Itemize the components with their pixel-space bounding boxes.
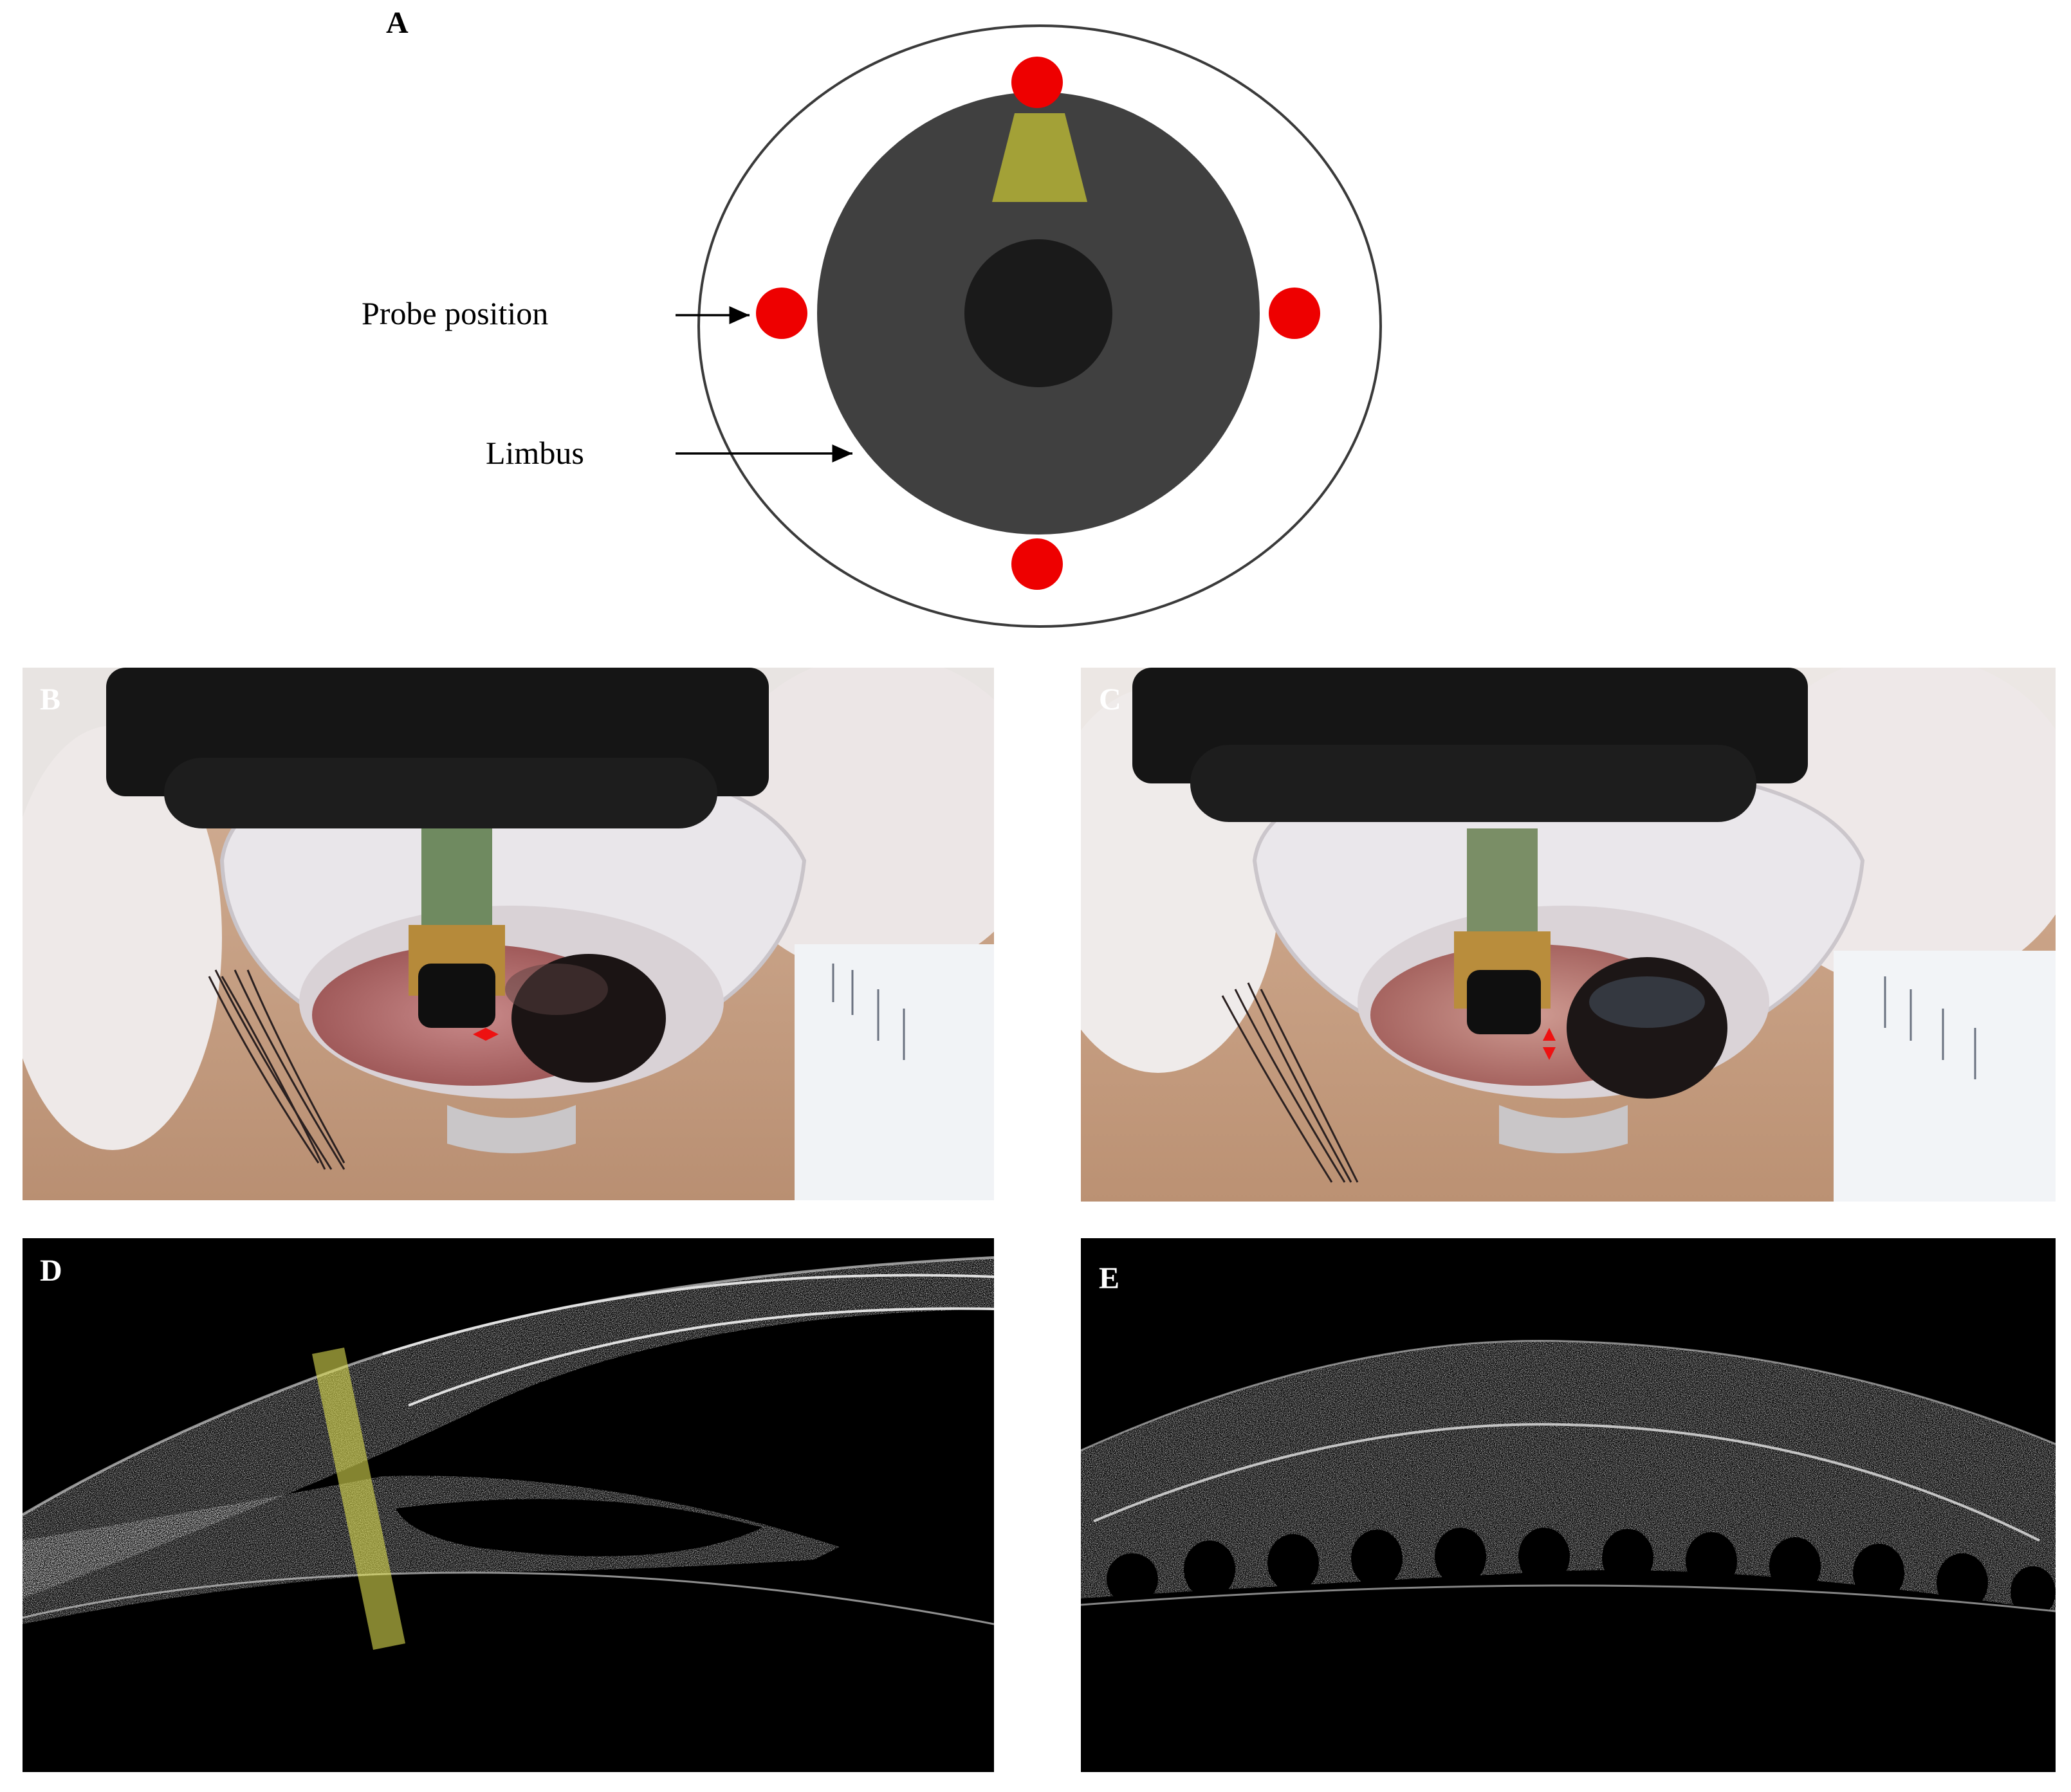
probe-beam — [992, 113, 1087, 202]
panel-d-ultrasound — [23, 1238, 994, 1772]
probe-marker-right — [1269, 288, 1320, 339]
probe-position-label: Probe position — [362, 295, 549, 331]
probe-marker-left — [756, 288, 807, 339]
probe-marker-top — [1011, 57, 1063, 108]
panel-c-photo — [1081, 668, 2056, 1202]
panel-a-letter: A — [386, 6, 409, 40]
panel-c-letter: C — [1099, 682, 1121, 717]
panel-e-ultrasound — [1081, 1238, 2056, 1772]
pupil-disc — [964, 239, 1112, 387]
eye-schematic — [676, 24, 1382, 628]
panel-b-letter: B — [40, 682, 61, 717]
panel-b-photo — [23, 668, 994, 1200]
panel-e-letter: E — [1099, 1261, 1120, 1295]
limbus-label: Limbus — [486, 435, 584, 471]
panel-d-letter: D — [40, 1254, 62, 1288]
probe-marker-bottom — [1011, 538, 1063, 590]
